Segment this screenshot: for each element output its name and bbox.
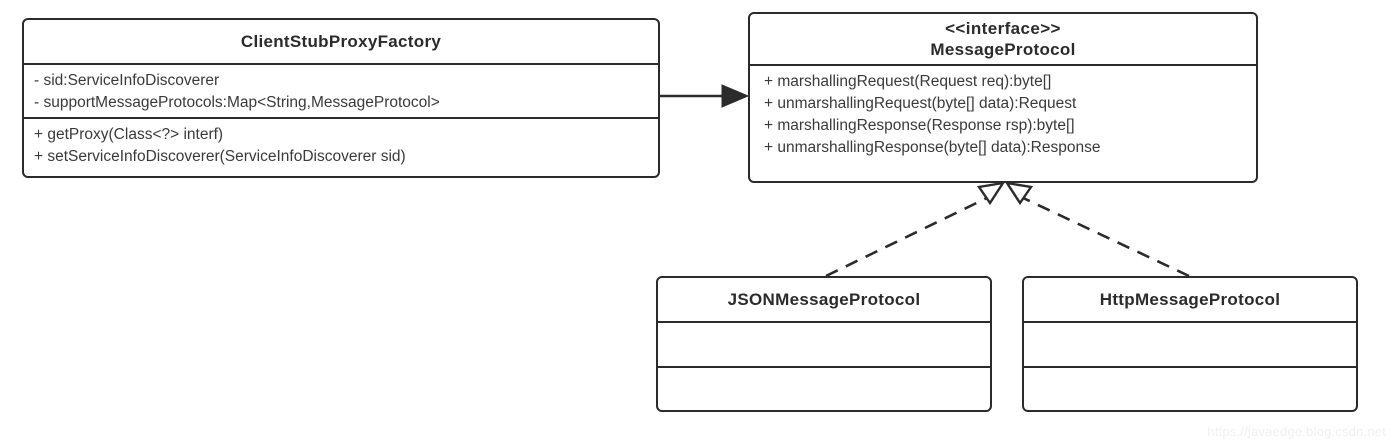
realization-dashed-line: [825, 194, 992, 278]
operation-row: + marshallingResponse(Response rsp):byte…: [764, 117, 1075, 134]
compartment-divider: [1024, 366, 1356, 368]
operation-row: + setServiceInfoDiscoverer(ServiceInfoDi…: [34, 148, 406, 165]
compartment-divider: [24, 117, 658, 119]
stereotype-label: <<interface>>: [945, 19, 1061, 38]
realization-http-to-protocol: [1004, 181, 1190, 278]
hollow-triangle-arrowhead-icon: [1004, 181, 1034, 206]
class-box-http-message-protocol[interactable]: HttpMessageProtocol: [1022, 276, 1358, 412]
operations-compartment: [658, 368, 990, 411]
filled-arrowhead-icon: [721, 84, 750, 108]
compartment-divider: [24, 63, 658, 65]
compartment-divider: [658, 366, 990, 368]
class-header-client-stub-proxy-factory: ClientStubProxyFactory: [24, 20, 658, 63]
operation-row: + unmarshallingRequest(byte[] data):Requ…: [764, 95, 1077, 112]
compartment-divider: [1024, 321, 1356, 323]
compartment-divider: [750, 64, 1256, 66]
realization-dashed-line: [1018, 194, 1190, 278]
class-box-message-protocol[interactable]: <<interface>> MessageProtocol + marshall…: [748, 12, 1258, 183]
class-name-label: MessageProtocol: [930, 40, 1076, 59]
realization-json-to-protocol: [825, 181, 1006, 278]
class-name-label: ClientStubProxyFactory: [240, 32, 442, 51]
class-box-client-stub-proxy-factory[interactable]: ClientStubProxyFactory - sid:ServiceInfo…: [22, 18, 660, 178]
class-header-message-protocol: <<interface>> MessageProtocol: [750, 14, 1256, 64]
class-name-label: HttpMessageProtocol: [1099, 290, 1281, 309]
compartment-divider: [658, 321, 990, 323]
operation-row: + unmarshallingResponse(byte[] data):Res…: [764, 139, 1101, 156]
association-factory-to-protocol: [660, 84, 750, 108]
operation-row: + marshallingRequest(Request req):byte[]: [764, 73, 1052, 90]
class-name-label: JSONMessageProtocol: [727, 290, 921, 309]
operations-compartment: + getProxy(Class<?> interf) + setService…: [24, 119, 658, 177]
attributes-compartment: - sid:ServiceInfoDiscoverer - supportMes…: [24, 65, 658, 117]
class-header-json-message-protocol: JSONMessageProtocol: [658, 278, 990, 321]
attribute-row: - sid:ServiceInfoDiscoverer: [34, 72, 220, 89]
attributes-compartment: [1024, 323, 1356, 366]
class-header-http-message-protocol: HttpMessageProtocol: [1024, 278, 1356, 321]
hollow-triangle-arrowhead-icon: [976, 181, 1006, 206]
attribute-row: - supportMessageProtocols:Map<String,Mes…: [34, 94, 440, 111]
operations-compartment: [1024, 368, 1356, 411]
operation-row: + getProxy(Class<?> interf): [34, 126, 224, 143]
watermark-text: https://javaedge.blog.csdn.net: [1207, 424, 1386, 439]
operations-compartment: + marshallingRequest(Request req):byte[]…: [750, 66, 1256, 182]
class-box-json-message-protocol[interactable]: JSONMessageProtocol: [656, 276, 992, 412]
attributes-compartment: [658, 323, 990, 366]
